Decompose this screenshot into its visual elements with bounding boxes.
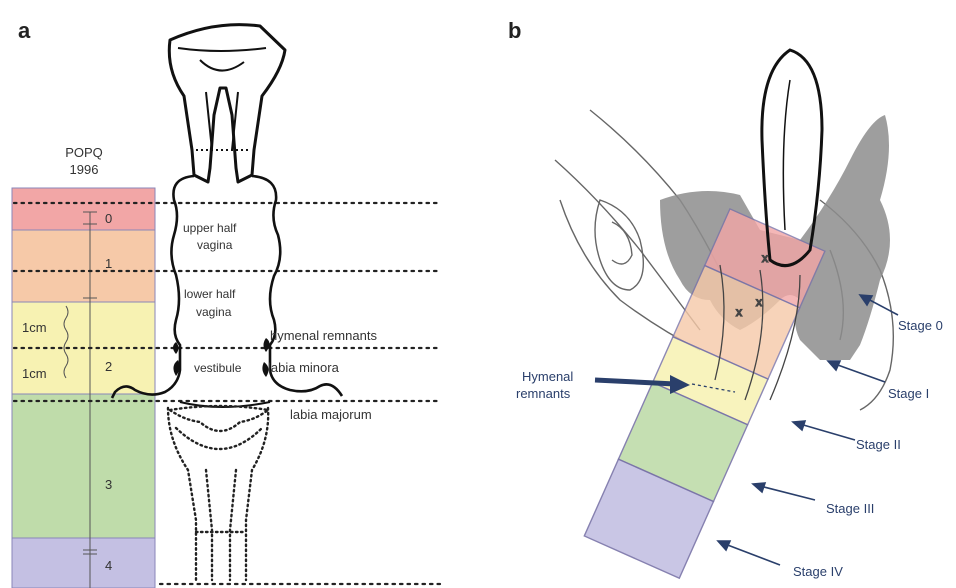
label-hymenal-line2: remnants [516, 386, 571, 401]
level-label-4: 4 [105, 558, 112, 573]
label-hymenal-line1: Hymenal [522, 369, 573, 384]
label-lower-vagina: vagina [196, 305, 232, 319]
cm-label-upper: 1cm [22, 320, 47, 335]
label-stage-1: Stage I [888, 386, 929, 401]
label-stage-3: Stage III [826, 501, 874, 516]
level-label-2: 2 [105, 359, 112, 374]
label-lower-half: lower half [184, 287, 236, 301]
panel-a: a POPQ 1996 0 1 2 3 4 1cm 1cm [12, 18, 440, 588]
svg-text:x: x [756, 295, 762, 309]
svg-text:x: x [736, 305, 742, 319]
popq-title-line1: POPQ [65, 145, 103, 160]
label-upper-half: upper half [183, 221, 237, 235]
inverted-uterus-dotted [168, 406, 268, 580]
cm-label-lower: 1cm [22, 366, 47, 381]
label-stage-2: Stage II [856, 437, 901, 452]
label-stage-0: Stage 0 [898, 318, 943, 333]
panel-b-letter: b [508, 18, 521, 43]
label-labia-minora: labia minora [268, 360, 340, 375]
label-stage-4: Stage IV [793, 564, 843, 579]
svg-text:x: x [762, 251, 768, 265]
label-hymenal-remnants: hymenal remnants [270, 328, 377, 343]
popq-title-line2: 1996 [70, 162, 99, 177]
band-level-1 [12, 230, 155, 302]
label-labia-majorum: labia majorum [290, 407, 372, 422]
level-label-0: 0 [105, 211, 112, 226]
uterus-outline [169, 25, 285, 182]
level-label-3: 3 [105, 477, 112, 492]
panel-b: b x x [508, 18, 943, 579]
panel-a-letter: a [18, 18, 31, 43]
level-label-1: 1 [105, 256, 112, 271]
band-level-4 [12, 538, 155, 588]
label-upper-vagina: vagina [197, 238, 233, 252]
band-level-3 [12, 394, 155, 538]
label-vestibule: vestibule [194, 361, 242, 375]
